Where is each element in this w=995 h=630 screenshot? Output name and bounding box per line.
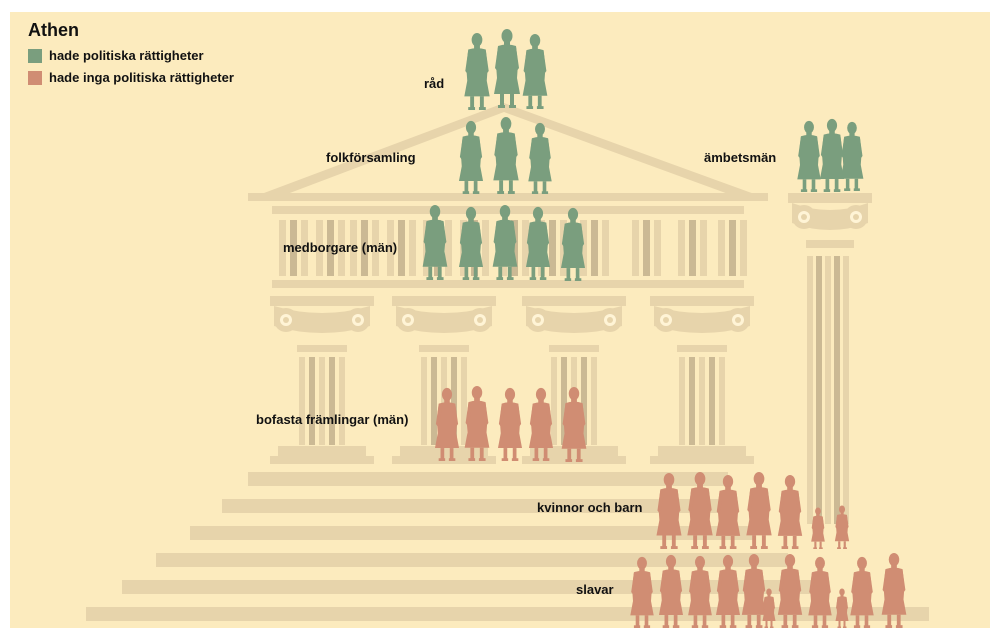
label-medborgare: medborgare (män) [283,240,398,255]
figure-ambetsman [819,118,845,192]
people-figures [422,29,907,628]
figure-slavar [777,553,803,628]
figure-kvinnor-barn [777,474,803,549]
figure-rad [494,29,520,108]
label-slavar: slavar [576,582,614,597]
architrave-bottom [272,280,744,288]
group-rad [464,29,548,110]
figure-medborgare [525,206,551,280]
step-4 [156,553,788,567]
pediment-base [248,193,768,201]
figure-kvinnor-barn [687,471,713,549]
step-6 [86,607,929,621]
figure-slavar [688,555,712,628]
figure-kvinnor-barn [746,471,772,549]
figure-rad [522,33,548,109]
pediment [248,103,768,199]
figure-slavar [715,554,741,628]
figure-kvinnor-barn [715,474,741,549]
figure-slavar [850,556,874,628]
frieze-triglyph [279,220,308,276]
ionic-capital [392,296,496,333]
figure-kvinnor-barn [656,472,682,549]
label-bofasta-framlingar: bofasta främlingar (män) [256,412,409,427]
frieze-triglyph [632,220,661,276]
group-kvinnor-och-barn [656,471,850,549]
column-shaft [419,345,469,445]
figure-medborgare [458,206,484,280]
figure-folkforsamling [458,120,484,194]
ionic-capital [270,296,374,333]
diagram-title: Athen [28,20,79,40]
column-shaft [677,345,727,445]
ionic-capital [788,193,872,230]
step-2 [222,499,730,513]
legend-label-rights: hade politiska rättigheter [49,48,204,63]
figure-medborgare [560,207,586,281]
figure-slavar [762,588,776,628]
figure-bofasta [464,385,490,461]
legend-swatch-red [28,70,42,85]
label-ambetsman: ämbetsmän [704,150,777,165]
frieze-triglyph [580,220,609,276]
frieze-triglyph [678,220,707,276]
label-folkforsamling: folkförsamling [326,150,416,165]
figure-slavar [658,554,684,628]
group-bofasta-framlingar [434,385,587,462]
column-shaft [297,345,347,445]
temple-structure [86,103,929,621]
step-3 [190,526,755,540]
group-folkforsamling [458,116,552,194]
standalone-column [788,193,872,524]
column-4 [650,296,754,464]
figure-slavar [741,553,767,628]
figure-folkforsamling [528,122,552,194]
ionic-capital [522,296,626,333]
figure-rad [464,32,490,110]
step-1 [248,472,728,486]
group-medborgare [422,204,586,281]
column-1 [270,296,374,464]
frieze-triglyph [316,220,345,276]
figure-ambetsman [840,121,864,191]
figure-slavar [881,552,907,628]
figure-medborgare [492,204,518,280]
figure-ambetsman [797,120,821,192]
figure-slavar [808,556,832,628]
figure-folkforsamling [493,116,519,194]
legend-item-rights: hade politiska rättigheter [28,48,204,63]
figure-medborgare [422,204,448,280]
group-ambetsman [797,118,864,192]
group-slavar [630,552,907,628]
figure-slavar [835,588,849,628]
figure-slavar [630,556,654,628]
figure-bofasta [497,387,523,461]
frieze-triglyph [387,220,416,276]
figure-kvinnor-barn [811,507,825,549]
legend-item-no-rights: hade inga politiska rättigheter [28,70,234,85]
frieze-triglyph [350,220,379,276]
figure-bofasta [561,386,587,462]
legend-label-no-rights: hade inga politiska rättigheter [49,70,234,85]
figure-bofasta [434,387,460,461]
label-kvinnor-och-barn: kvinnor och barn [537,500,643,515]
frieze-triglyph [718,220,747,276]
ionic-capital [650,296,754,333]
figure-bofasta [528,387,554,461]
legend-swatch-green [28,48,42,63]
label-rad: råd [424,76,445,91]
figure-kvinnor-barn [834,505,850,549]
